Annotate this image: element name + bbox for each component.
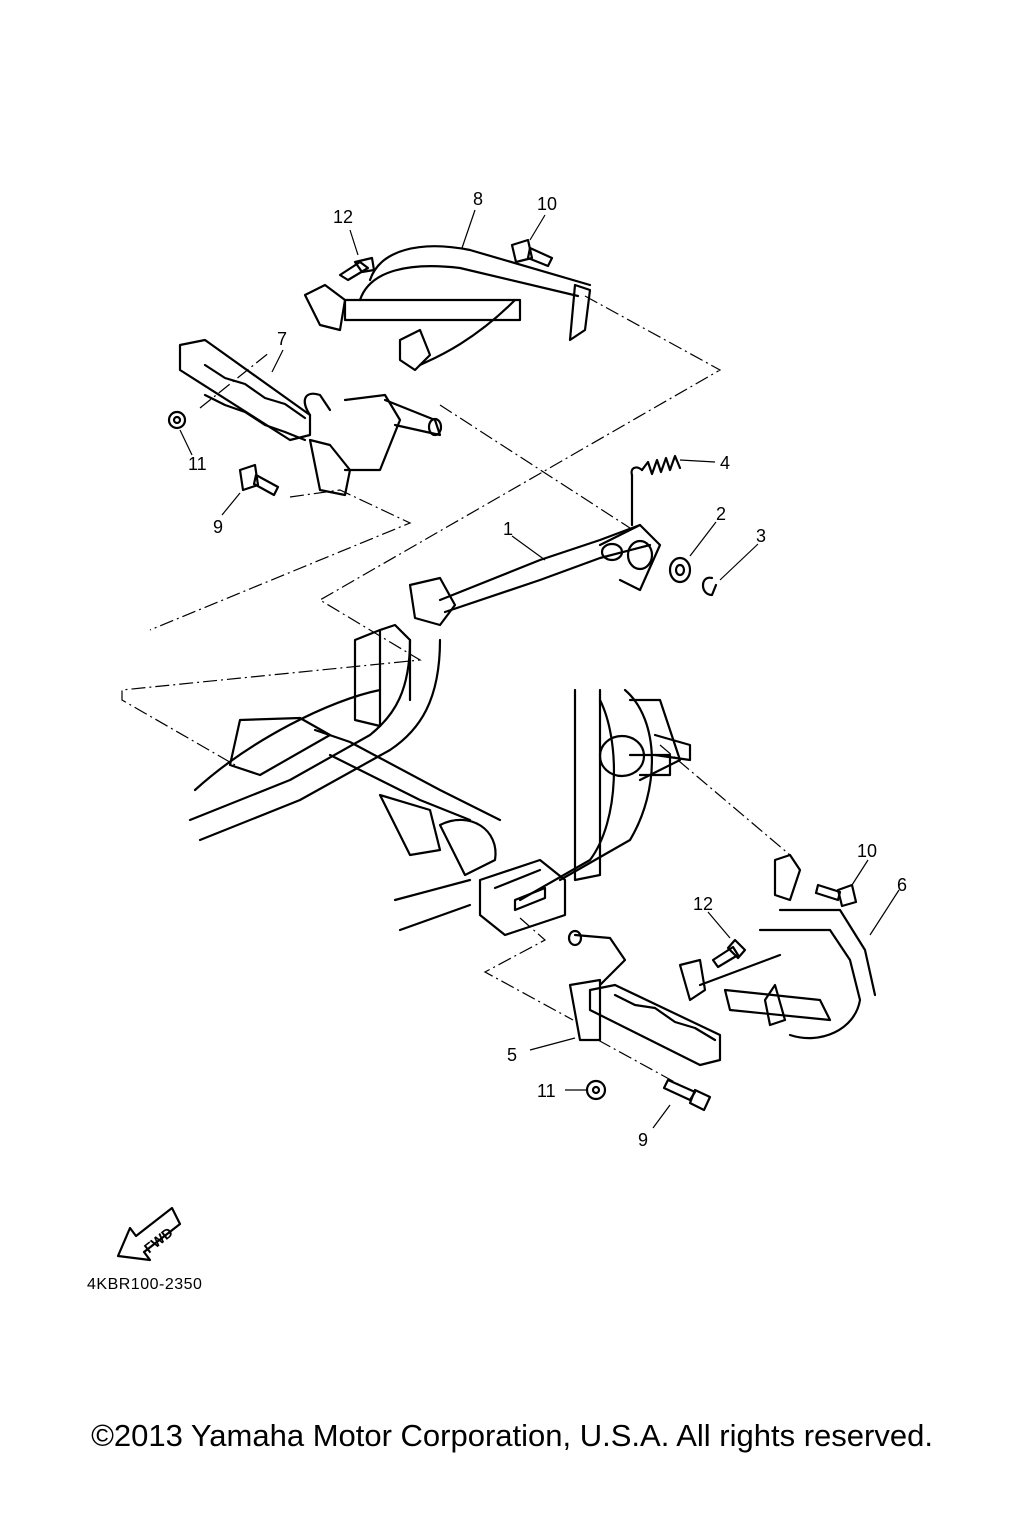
copyright-notice: ©2013 Yamaha Motor Corporation, U.S.A. A…: [91, 1418, 933, 1453]
part-2-washer: [668, 556, 692, 584]
part-4-spring: [630, 454, 682, 527]
part-3-clip: [701, 576, 718, 597]
callout-8: 8: [473, 189, 483, 209]
diagram-code: 4KBR100-2350: [87, 1276, 203, 1293]
callout-1: 1: [503, 519, 513, 539]
assembly-lines: [121, 295, 791, 1086]
callout-10-bottom: 10: [857, 841, 877, 861]
fasteners: [167, 238, 858, 1112]
part-1-brake-pedal: [408, 523, 662, 627]
callout-6: 6: [897, 875, 907, 895]
callout-9-top: 9: [213, 517, 223, 537]
callout-10-top: 10: [537, 194, 557, 214]
callout-11-top: 11: [188, 454, 207, 474]
callout-3: 3: [756, 526, 766, 546]
leader-lines: [179, 209, 900, 1129]
callout-9-bottom: 9: [638, 1130, 648, 1150]
callout-2: 2: [716, 504, 726, 524]
part-7-left-footrest: [178, 338, 443, 497]
part-8-rear-guard: [303, 245, 592, 372]
callouts: 12 8 10 7 11 9 1 4 2 3 10 6 12 5 11 9: [188, 189, 907, 1150]
callout-12-top: 12: [333, 207, 353, 227]
callout-12-bottom: 12: [693, 894, 713, 914]
callout-4: 4: [720, 453, 730, 473]
callout-7: 7: [277, 329, 287, 349]
part-6-front-guard: [678, 853, 877, 1040]
part-5-right-footrest: [567, 929, 722, 1067]
frame: [188, 623, 692, 937]
fwd-arrow-icon: FWD: [116, 1206, 182, 1262]
callout-11-bottom: 11: [537, 1081, 556, 1101]
callout-5: 5: [507, 1045, 517, 1065]
